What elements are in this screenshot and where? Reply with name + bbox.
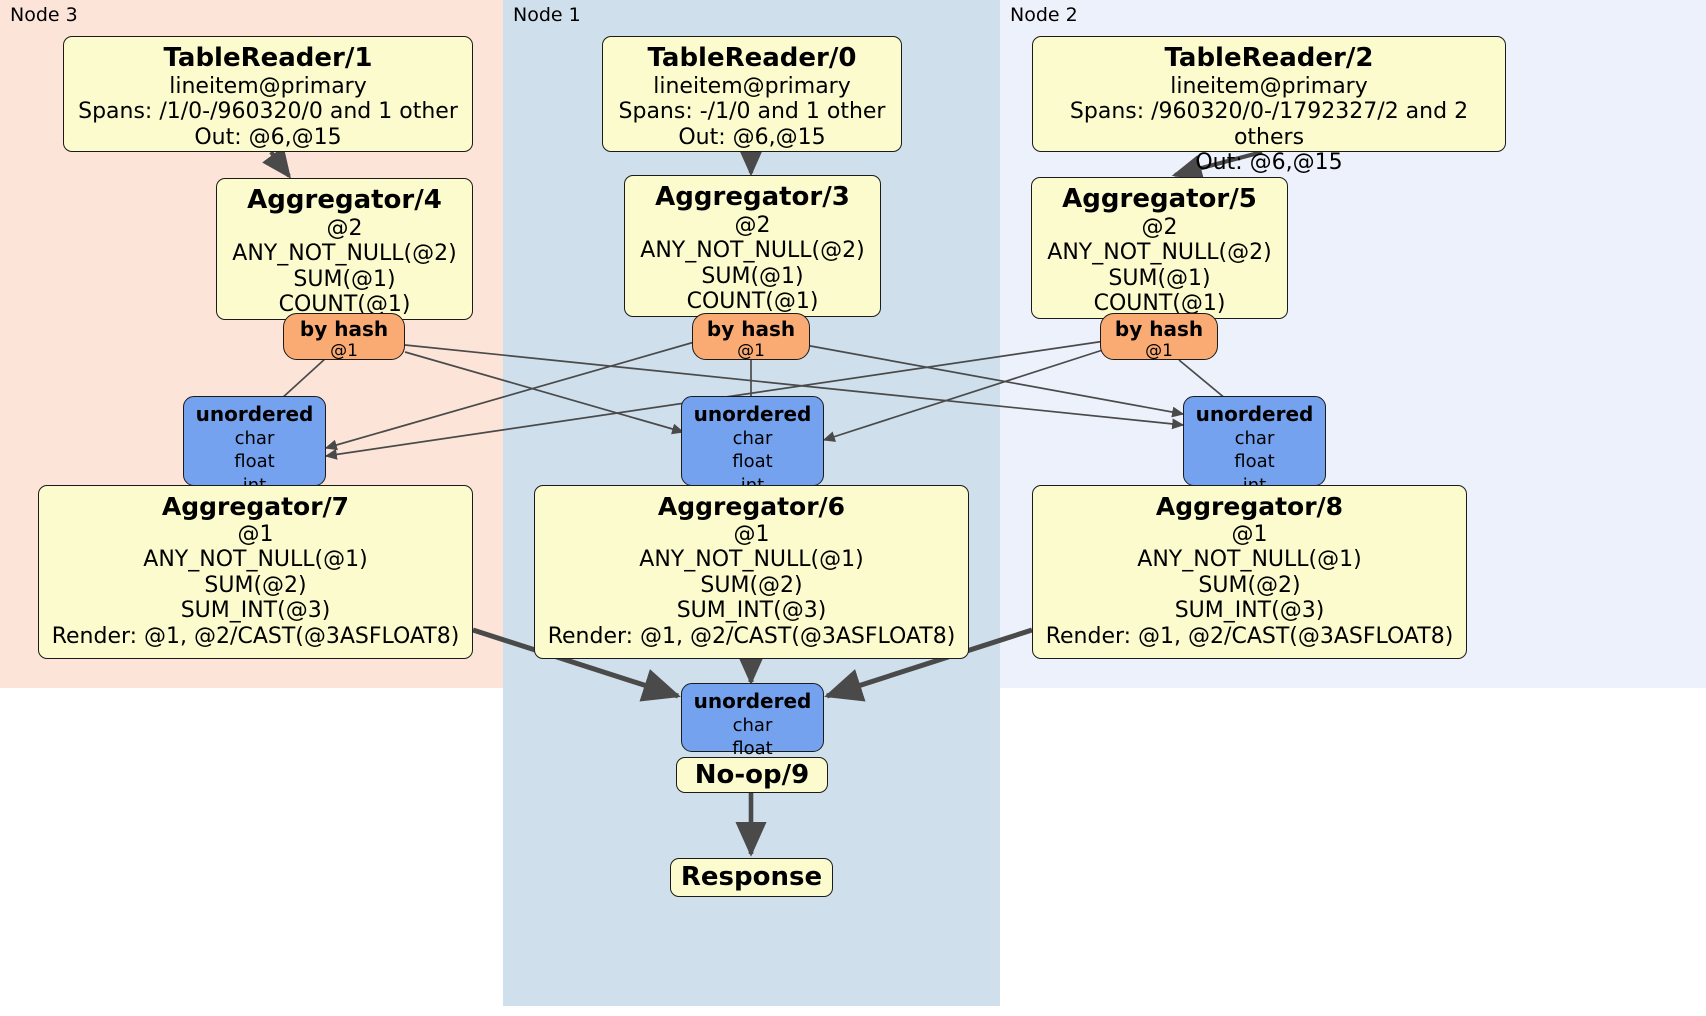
box-line: Render: @1, @2/CAST(@3ASFLOAT8) [547, 623, 956, 649]
processor-response[interactable]: Response [670, 858, 833, 897]
stream-unordered-node3[interactable]: unordered char float int [183, 396, 326, 496]
box-line: @2 [734, 212, 771, 238]
box-line: SUM(@2) [204, 572, 307, 598]
router-by-hash-node3[interactable]: by hash @1 [283, 313, 405, 361]
panel-node3-label: Node 3 [10, 4, 78, 26]
stream-line: char [732, 428, 773, 449]
panel-node2-label: Node 2 [1010, 4, 1078, 26]
box-line: @1 [237, 521, 274, 547]
processor-aggregator-5[interactable]: Aggregator/5 @2 ANY_NOT_NULL(@2) SUM(@1)… [1031, 177, 1288, 319]
router-by-hash-node1[interactable]: by hash @1 [692, 313, 810, 361]
box-line: SUM_INT(@3) [1174, 598, 1325, 624]
stream-unordered-final[interactable]: unordered char float [681, 683, 824, 759]
processor-aggregator-8[interactable]: Aggregator/8 @1 ANY_NOT_NULL(@1) SUM(@2)… [1032, 485, 1467, 659]
box-line: ANY_NOT_NULL(@1) [143, 547, 368, 573]
processor-tablereader-1[interactable]: TableReader/1 lineitem@primary Spans: /1… [63, 36, 473, 152]
box-line: Out: @6,@15 [194, 124, 342, 150]
box-title: TableReader/0 [647, 43, 857, 73]
box-title: No-op/9 [694, 759, 810, 790]
box-title: TableReader/2 [1164, 43, 1374, 73]
stream-title: unordered [693, 402, 812, 426]
box-line: lineitem@primary [169, 73, 367, 99]
box-line: COUNT(@1) [686, 289, 819, 315]
processor-aggregator-6[interactable]: Aggregator/6 @1 ANY_NOT_NULL(@1) SUM(@2)… [534, 485, 969, 659]
box-title: Aggregator/6 [657, 492, 846, 521]
box-line: ANY_NOT_NULL(@2) [1047, 240, 1272, 266]
box-line: ANY_NOT_NULL(@1) [1137, 547, 1362, 573]
stream-unordered-node1[interactable]: unordered char float int [681, 396, 824, 496]
router-line: @1 [1145, 341, 1173, 361]
box-line: lineitem@primary [1170, 73, 1368, 99]
box-line: Render: @1, @2/CAST(@3ASFLOAT8) [1045, 623, 1454, 649]
router-by-hash-node2[interactable]: by hash @1 [1100, 313, 1218, 361]
box-title: Aggregator/4 [247, 185, 442, 215]
box-line: SUM_INT(@3) [676, 598, 827, 624]
box-line: SUM(@2) [1198, 572, 1301, 598]
box-line: @1 [1231, 521, 1268, 547]
stream-line: float [732, 738, 773, 760]
processor-aggregator-4[interactable]: Aggregator/4 @2 ANY_NOT_NULL(@2) SUM(@1)… [216, 178, 473, 320]
processor-noop-9[interactable]: No-op/9 [676, 757, 828, 793]
box-line: @2 [326, 215, 363, 241]
box-line: Render: @1, @2/CAST(@3ASFLOAT8) [51, 623, 460, 649]
processor-tablereader-2[interactable]: TableReader/2 lineitem@primary Spans: /9… [1032, 36, 1506, 175]
box-line: @1 [733, 521, 770, 547]
box-line: ANY_NOT_NULL(@2) [232, 241, 457, 267]
stream-line: float [234, 451, 275, 473]
box-line: @2 [1141, 214, 1178, 240]
box-line: SUM(@2) [700, 572, 803, 598]
box-title: Aggregator/5 [1062, 184, 1257, 214]
processor-aggregator-3[interactable]: Aggregator/3 @2 ANY_NOT_NULL(@2) SUM(@1)… [624, 175, 881, 317]
stream-line: char [732, 715, 773, 736]
box-title: Aggregator/7 [161, 492, 350, 521]
box-line: ANY_NOT_NULL(@2) [640, 238, 865, 264]
box-title: Aggregator/8 [1155, 492, 1344, 521]
stream-title: unordered [1195, 402, 1314, 426]
box-line: Out: @6,@15 [1195, 150, 1343, 176]
stream-title: unordered [195, 402, 314, 426]
box-line: COUNT(@1) [1093, 291, 1226, 317]
box-line: SUM_INT(@3) [180, 598, 331, 624]
box-line: ANY_NOT_NULL(@1) [639, 547, 864, 573]
processor-tablereader-0[interactable]: TableReader/0 lineitem@primary Spans: -/… [602, 36, 902, 152]
router-title: by hash [299, 317, 389, 341]
processor-aggregator-7[interactable]: Aggregator/7 @1 ANY_NOT_NULL(@1) SUM(@2)… [38, 485, 473, 659]
router-title: by hash [1114, 317, 1204, 341]
box-title: Aggregator/3 [655, 182, 850, 212]
stream-line: char [1234, 428, 1275, 449]
router-line: @1 [330, 341, 358, 361]
router-line: @1 [737, 341, 765, 361]
box-title: Response [680, 862, 823, 893]
box-line: Spans: /960320/0-/1792327/2 and 2 others [1069, 99, 1469, 150]
stream-line: float [1234, 451, 1275, 473]
box-line: SUM(@1) [1108, 265, 1211, 291]
stream-line: float [732, 451, 773, 473]
panel-node1-label: Node 1 [513, 4, 581, 26]
box-line: SUM(@1) [701, 263, 804, 289]
box-line: SUM(@1) [293, 266, 396, 292]
stream-title: unordered [693, 689, 812, 713]
box-line: Spans: -/1/0 and 1 other [618, 99, 886, 125]
router-title: by hash [706, 317, 796, 341]
box-line: Spans: /1/0-/960320/0 and 1 other [78, 99, 458, 125]
box-line: lineitem@primary [653, 73, 851, 99]
stream-line: char [234, 428, 275, 449]
box-title: TableReader/1 [163, 43, 373, 73]
box-line: Out: @6,@15 [678, 124, 826, 150]
stream-unordered-node2[interactable]: unordered char float int [1183, 396, 1326, 496]
